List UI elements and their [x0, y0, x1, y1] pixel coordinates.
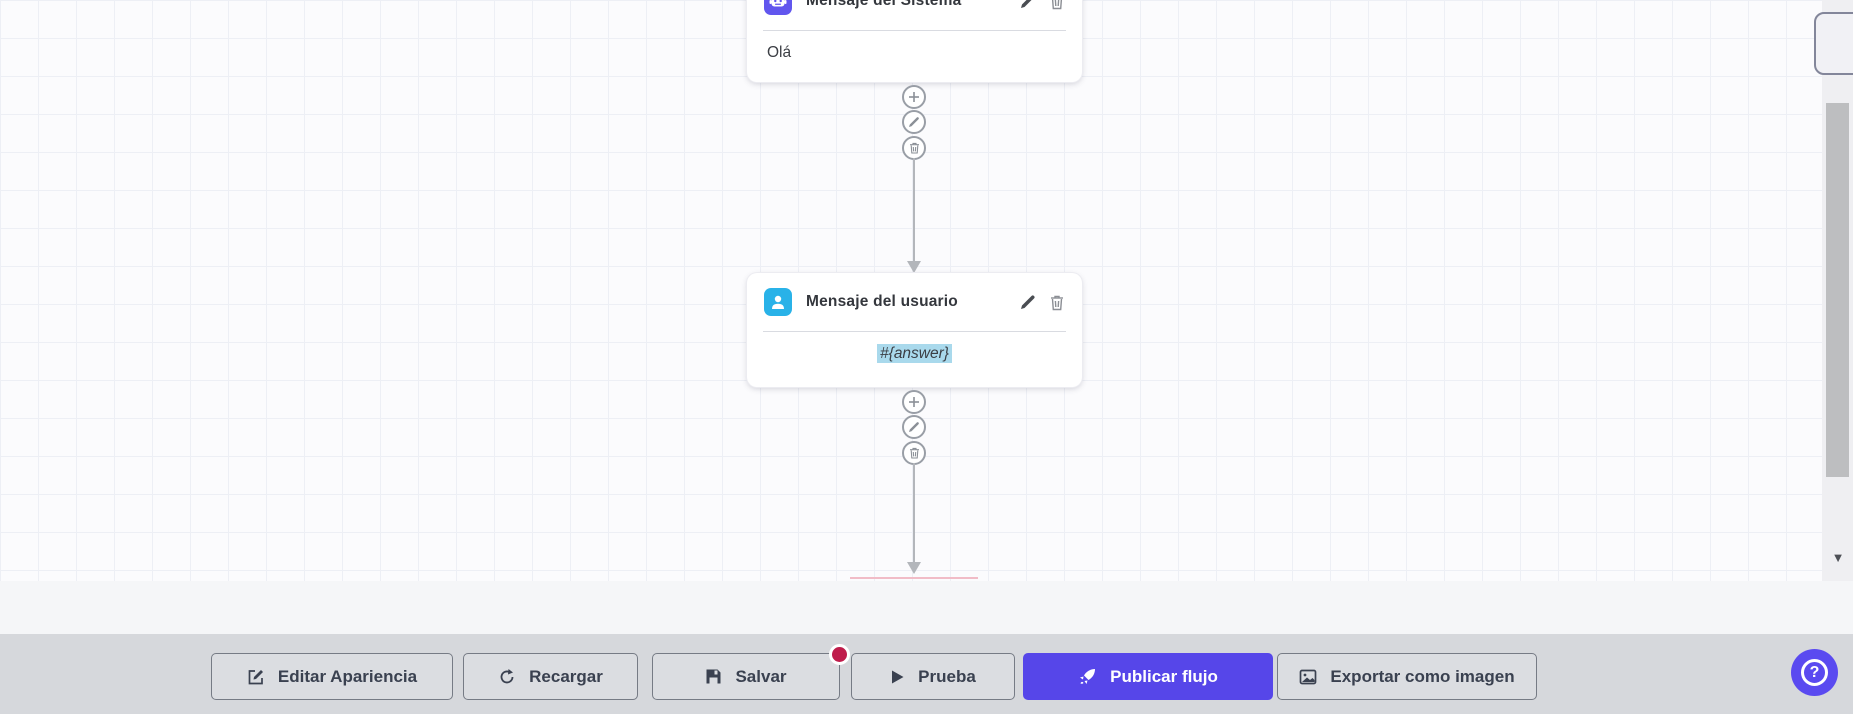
unsaved-changes-badge: [829, 644, 850, 665]
add-step-plus-icon[interactable]: [902, 85, 926, 109]
node-header-divider: [763, 30, 1066, 31]
export-image-button[interactable]: Exportar como imagen: [1277, 653, 1537, 700]
node-header: Mensaje del usuario: [747, 273, 1082, 331]
bottom-toolbar: Editar Apariencia Recargar Salvar: [0, 634, 1853, 714]
delete-node-trash-icon[interactable]: [1049, 0, 1065, 10]
test-button[interactable]: Prueba: [851, 653, 1015, 700]
image-icon: [1299, 668, 1317, 686]
edit-appearance-icon: [247, 668, 265, 686]
save-button[interactable]: Salvar: [652, 653, 840, 700]
rocket-icon: [1078, 667, 1097, 686]
edit-step-pencil-icon[interactable]: [902, 415, 926, 439]
node-title: Mensaje del usuario: [806, 293, 958, 310]
button-label: Publicar flujo: [1110, 666, 1218, 686]
reload-button[interactable]: Recargar: [463, 653, 638, 700]
node-system-message[interactable]: Mensaje del Sistema: [747, 0, 1082, 82]
canvas-footer-strip: [0, 581, 1853, 634]
robot-icon: [764, 0, 792, 15]
node-body-text: Olá: [767, 44, 792, 61]
edit-node-pencil-icon[interactable]: [1019, 294, 1036, 311]
node-body-text: #{answer}: [747, 332, 1082, 363]
node-title: Mensaje del Sistema: [806, 0, 962, 9]
answer-variable-chip[interactable]: #{answer}: [877, 344, 952, 363]
edit-node-pencil-icon[interactable]: [1019, 0, 1036, 10]
scrollbar-down-arrow-icon[interactable]: ▼: [1831, 550, 1845, 565]
vertical-scrollbar[interactable]: ▼: [1822, 0, 1853, 581]
button-label: Salvar: [735, 666, 787, 686]
publish-flow-button[interactable]: Publicar flujo: [1023, 653, 1273, 700]
node-user-message[interactable]: Mensaje del usuario: [747, 273, 1082, 387]
button-label: Prueba: [918, 666, 976, 686]
scrollbar-thumb[interactable]: [1826, 103, 1849, 477]
play-icon: [890, 669, 905, 685]
clipped-side-panel[interactable]: [1814, 12, 1853, 75]
button-label: Exportar como imagen: [1330, 666, 1515, 686]
help-button[interactable]: ?: [1791, 649, 1838, 696]
question-mark-icon: ?: [1801, 659, 1828, 686]
clipped-next-node-edge: [850, 577, 978, 579]
add-step-plus-icon[interactable]: [902, 390, 926, 414]
node-header: Mensaje del Sistema: [747, 0, 1082, 30]
delete-step-trash-icon[interactable]: [902, 136, 926, 160]
refresh-icon: [498, 668, 516, 686]
connector-line: [913, 463, 915, 563]
edit-appearance-button[interactable]: Editar Apariencia: [211, 653, 453, 700]
user-icon: [764, 288, 792, 316]
connector-arrowhead: [907, 261, 921, 273]
button-label: Recargar: [529, 666, 603, 686]
connector-arrowhead: [907, 562, 921, 574]
button-label: Editar Apariencia: [277, 666, 418, 686]
connector-line: [913, 158, 915, 262]
save-icon: [705, 668, 722, 685]
delete-node-trash-icon[interactable]: [1049, 294, 1065, 311]
flow-canvas[interactable]: Mensaje del Sistema: [0, 0, 1822, 581]
delete-step-trash-icon[interactable]: [902, 441, 926, 465]
node-header-divider: [763, 331, 1066, 332]
edit-step-pencil-icon[interactable]: [902, 110, 926, 134]
